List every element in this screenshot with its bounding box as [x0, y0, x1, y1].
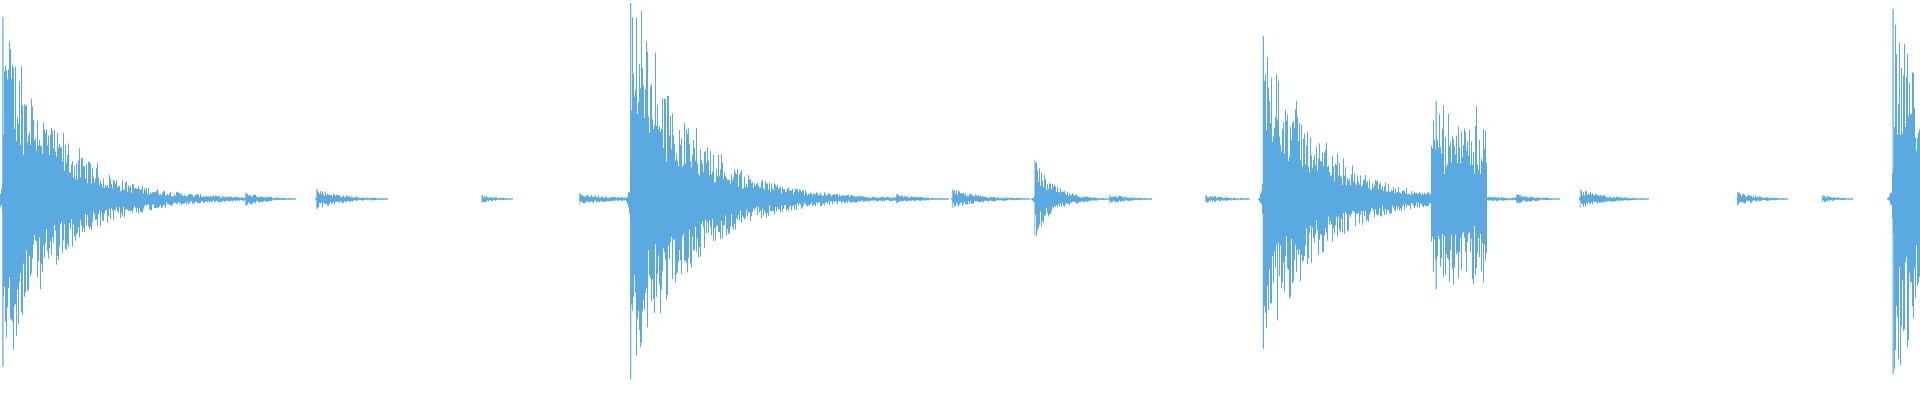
waveform-lines [0, 3, 1920, 380]
waveform-trace [0, 11, 1920, 369]
